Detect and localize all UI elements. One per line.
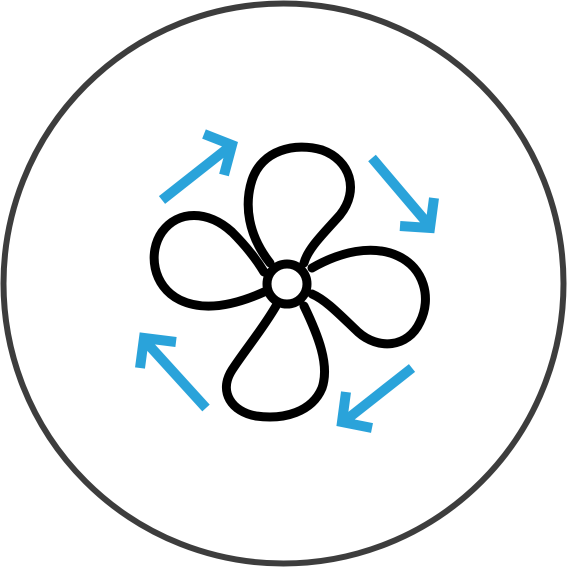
arrow-top-right-icon (368, 154, 439, 234)
fan-blade-top (243, 142, 355, 268)
fan-blade-left (149, 211, 269, 311)
arrow-top-left-icon (158, 129, 238, 204)
arrow-bottom-left-icon (135, 332, 210, 412)
rotation-arrows (135, 129, 439, 433)
fan-blades-icon (149, 142, 430, 422)
fan-hub (262, 259, 312, 309)
arrow-bottom-right-icon (336, 364, 416, 433)
fan-blade-bottom (222, 301, 330, 422)
fan-blade-right (307, 245, 430, 349)
